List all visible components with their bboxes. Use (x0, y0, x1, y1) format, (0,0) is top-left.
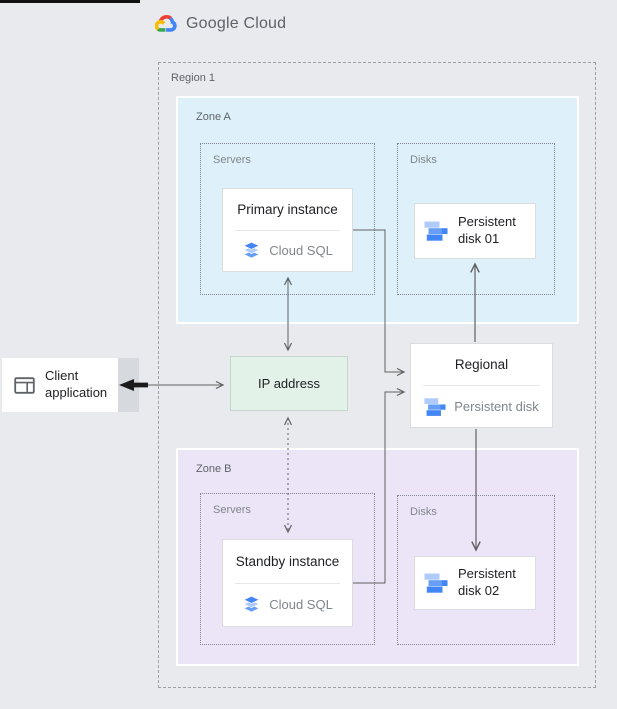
persistent-disk-01-label: Persistent disk 01 (458, 214, 516, 246)
zone-a-label: Zone A (196, 111, 231, 123)
cloud-sql-icon (243, 242, 260, 259)
client-card-side-strip (118, 358, 139, 412)
cloud-sql-icon (243, 596, 260, 613)
card-divider (423, 385, 540, 386)
client-application-icon (14, 376, 35, 394)
zone-a-disks-label: Disks (410, 154, 437, 166)
zone-b-label: Zone B (196, 463, 232, 475)
regional-disk-card: Regional Persistent disk (410, 343, 553, 428)
primary-instance-caption: Cloud SQL (269, 243, 333, 259)
region-container: Region 1 (158, 62, 596, 688)
zone-b-servers-label: Servers (213, 504, 251, 516)
ip-address-card: IP address (230, 356, 348, 411)
google-cloud-logo-text: Google Cloud (186, 14, 287, 32)
persistent-disk-02-label: Persistent disk 02 (458, 566, 516, 598)
primary-instance-card: Primary instance Cloud SQL (222, 188, 353, 272)
persistent-disk-01-card: Persistent disk 01 (414, 203, 536, 259)
google-cloud-logo: Google Cloud (155, 14, 286, 33)
top-black-bar (0, 0, 140, 3)
google-cloud-cloud-icon (155, 15, 177, 32)
standby-instance-card: Standby instance Cloud SQL (222, 539, 353, 627)
persistent-disk-icon (424, 573, 448, 593)
regional-disk-title: Regional (454, 357, 509, 372)
client-application-label: Client application (45, 368, 108, 400)
client-application-card: Client application (2, 358, 118, 412)
region-label: Region 1 (171, 72, 216, 84)
zone-a-disks-group: Disks (397, 143, 555, 295)
ip-address-label: IP address (258, 376, 320, 391)
persistent-disk-02-card: Persistent disk 02 (414, 556, 536, 610)
standby-instance-caption: Cloud SQL (269, 597, 333, 613)
card-divider (235, 582, 340, 584)
zone-a-servers-label: Servers (213, 154, 251, 166)
card-divider (235, 229, 340, 231)
zone-b-disks-label: Disks (410, 506, 437, 518)
regional-disk-caption: Persistent disk (454, 399, 539, 414)
standby-instance-title: Standby instance (235, 553, 340, 569)
persistent-disk-icon (424, 397, 446, 416)
persistent-disk-icon (424, 221, 448, 241)
primary-instance-title: Primary instance (237, 201, 338, 217)
